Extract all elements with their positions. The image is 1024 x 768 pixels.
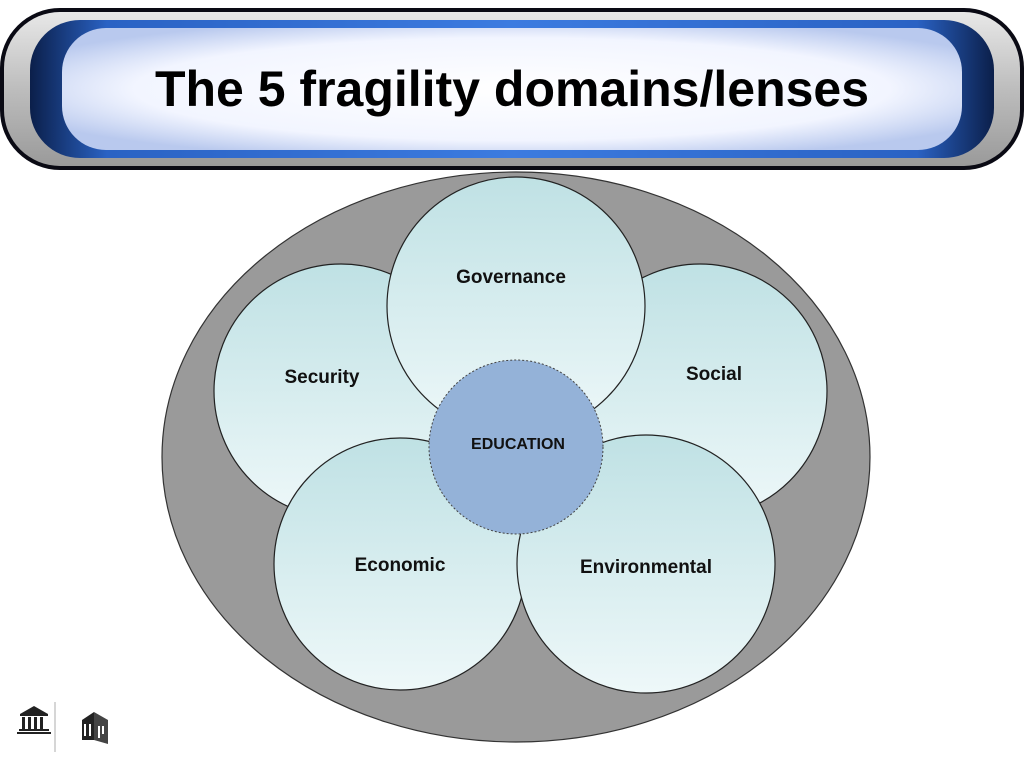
page-title: The 5 fragility domains/lenses (154, 61, 870, 117)
economic-label: Economic (355, 555, 446, 576)
social-label: Social (686, 364, 742, 385)
governance-label: Governance (456, 267, 566, 288)
footer-logos (12, 700, 122, 760)
title-banner: The 5 fragility domains/lenses (0, 8, 1024, 176)
unesco-logo (17, 702, 108, 752)
security-label: Security (285, 367, 360, 388)
title-banner-frame (0, 8, 1024, 170)
education-circle (428, 359, 604, 535)
environmental-label: Environmental (580, 557, 712, 578)
education-label: EDUCATION (471, 436, 565, 453)
